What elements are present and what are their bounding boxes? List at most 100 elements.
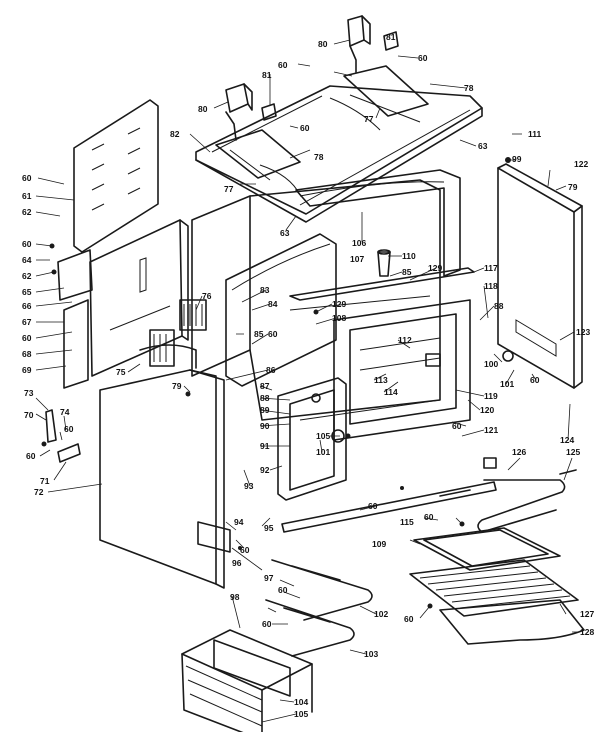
right-side-panel (497, 163, 583, 389)
part-label: 60 (278, 60, 288, 70)
part-label: 113 (374, 375, 388, 385)
part-label: 78 (314, 152, 324, 162)
part-label: 77 (224, 184, 234, 194)
part-label: 60 (64, 424, 74, 434)
part-label: 107 (350, 254, 364, 264)
part-label: 86 (266, 365, 276, 375)
part-label: 88 (260, 393, 270, 403)
part-label: 109 (372, 539, 386, 549)
part-label: 60 (262, 619, 272, 629)
part-label: 70 (24, 410, 34, 420)
part-label: 60 (22, 173, 32, 183)
part-label: 62 (22, 207, 32, 217)
part-label: 60 (452, 421, 462, 431)
part-label: 67 (22, 317, 32, 327)
side-control-panel (57, 219, 189, 389)
bake-element-upper (271, 559, 373, 621)
broil-element (439, 457, 577, 533)
insulation-top (295, 169, 461, 277)
part-label: 117 (484, 263, 498, 273)
part-label: 115 (400, 517, 414, 527)
part-label: 60 (240, 545, 250, 555)
part-label: 79 (172, 381, 182, 391)
lower-rail (197, 481, 497, 553)
part-label: 64 (22, 255, 32, 265)
part-label: 92 (260, 465, 270, 475)
part-label: 71 (40, 476, 50, 486)
insulation-blocks (149, 299, 207, 367)
part-label: 105 (294, 709, 308, 719)
bracket-assembly (41, 409, 81, 463)
part-label: 82 (170, 129, 180, 139)
part-label: 97 (264, 573, 274, 583)
part-label: 102 (374, 609, 388, 619)
part-label: 88 (494, 301, 504, 311)
part-label: 123 (576, 327, 590, 337)
part-label: 78 (464, 83, 474, 93)
oven-bottom (439, 599, 585, 645)
oven-cavity (191, 179, 441, 421)
part-label: 69 (22, 365, 32, 375)
part-label: 84 (268, 299, 278, 309)
part-label: 93 (244, 481, 254, 491)
part-label: 65 (22, 287, 32, 297)
part-label: 83 (260, 285, 270, 295)
part-label: 112 (398, 335, 412, 345)
part-label: 60 (368, 501, 378, 511)
part-label: 106 (352, 238, 366, 248)
part-label: 81 (386, 32, 396, 42)
part-label: 111 (528, 129, 542, 139)
part-label: 129 (332, 299, 346, 309)
front-side-panel (99, 344, 225, 589)
part-label: 74 (60, 407, 70, 417)
part-label: 103 (364, 649, 378, 659)
part-label: 95 (264, 523, 274, 533)
part-label: 60 (300, 123, 310, 133)
part-label: 124 (560, 435, 574, 445)
part-label: 98 (230, 592, 240, 602)
part-labels: 80 81 60 78 77 80 81 60 60 82 78 63 111 … (22, 32, 594, 719)
part-label: 60 (26, 451, 36, 461)
bake-element-lower (265, 599, 355, 657)
part-label: 60 (530, 375, 540, 385)
part-label: 126 (512, 447, 526, 457)
part-label: 90 (260, 421, 270, 431)
part-label: 63 (478, 141, 488, 151)
part-label: 75 (116, 367, 126, 377)
burner-box-right (347, 15, 399, 73)
insulation-side (225, 233, 337, 387)
part-label: 118 (484, 281, 498, 291)
part-label: 121 (484, 425, 498, 435)
vent-tube (377, 249, 391, 277)
part-label: 60 (268, 329, 278, 339)
part-label: 60 (278, 585, 288, 595)
part-label: 125 (566, 447, 580, 457)
part-label: 127 (580, 609, 594, 619)
cooktop-panel (195, 65, 483, 223)
part-label: 94 (234, 517, 244, 527)
part-label: 119 (484, 391, 498, 401)
part-label: 105 (316, 431, 330, 441)
part-label: 61 (22, 191, 32, 201)
part-label: 80 (318, 39, 328, 49)
part-label: 122 (574, 159, 588, 169)
part-label: 99 (512, 154, 522, 164)
part-label: 104 (294, 697, 308, 707)
part-label: 72 (34, 487, 44, 497)
oven-rack (181, 629, 313, 732)
part-label: 85 (254, 329, 264, 339)
part-label: 60 (22, 239, 32, 249)
part-label: 60 (424, 512, 434, 522)
part-label: 89 (260, 405, 270, 415)
part-label: 81 (262, 70, 272, 80)
part-label: 77 (364, 114, 374, 124)
screws (49, 157, 511, 609)
back-panel (73, 99, 159, 253)
part-label: 68 (22, 349, 32, 359)
part-label: 128 (580, 627, 594, 637)
part-label: 60 (418, 53, 428, 63)
part-label: 60 (22, 333, 32, 343)
part-label: 114 (384, 387, 398, 397)
